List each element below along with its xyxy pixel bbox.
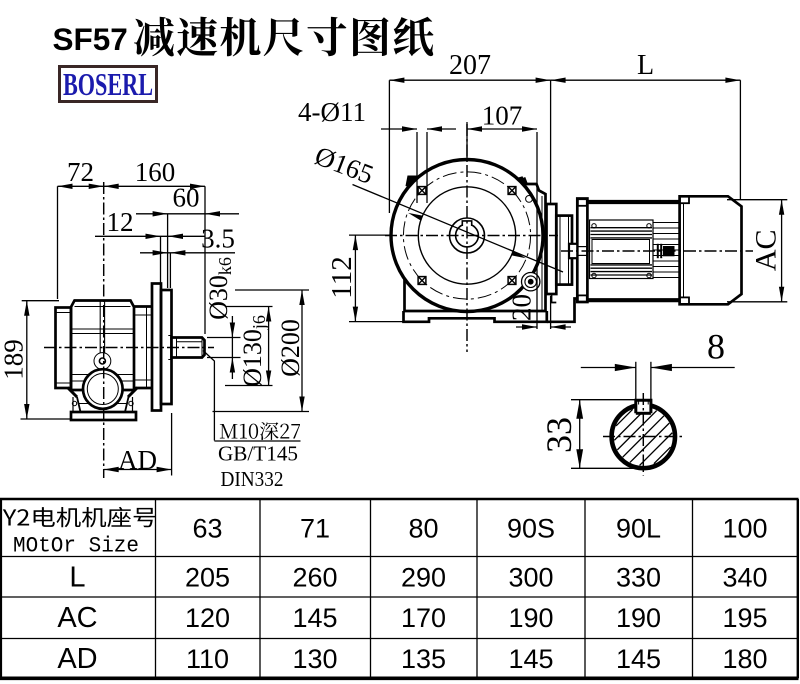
svg-text:205: 205 xyxy=(185,563,230,593)
svg-text:L: L xyxy=(637,50,654,81)
svg-text:72: 72 xyxy=(67,157,94,187)
svg-text:63: 63 xyxy=(192,514,222,544)
svg-text:145: 145 xyxy=(508,644,553,674)
svg-text:DIN332: DIN332 xyxy=(221,467,284,491)
svg-text:SF57: SF57 xyxy=(53,21,128,57)
svg-text:AD: AD xyxy=(57,643,97,675)
svg-text:207: 207 xyxy=(449,50,491,81)
svg-text:3.5: 3.5 xyxy=(201,224,235,254)
svg-text:120: 120 xyxy=(185,603,230,633)
svg-text:L: L xyxy=(69,562,85,594)
svg-text:145: 145 xyxy=(616,644,661,674)
svg-text:100: 100 xyxy=(722,514,767,544)
svg-text:90L: 90L xyxy=(616,514,661,544)
svg-text:AC: AC xyxy=(57,602,97,634)
svg-text:20: 20 xyxy=(507,294,537,321)
svg-text:Ø200: Ø200 xyxy=(276,319,305,377)
svg-text:130: 130 xyxy=(292,644,337,674)
svg-text:190: 190 xyxy=(508,603,553,633)
svg-text:170: 170 xyxy=(401,603,446,633)
svg-text:8: 8 xyxy=(707,327,725,367)
svg-text:135: 135 xyxy=(401,644,446,674)
svg-text:GB/T145: GB/T145 xyxy=(218,442,298,466)
svg-text:BOSERL: BOSERL xyxy=(63,66,153,102)
svg-text:190: 190 xyxy=(616,603,661,633)
svg-text:33: 33 xyxy=(539,417,579,453)
svg-text:260: 260 xyxy=(292,563,337,593)
svg-text:290: 290 xyxy=(401,563,446,593)
svg-text:195: 195 xyxy=(722,603,767,633)
svg-text:12: 12 xyxy=(107,207,134,237)
svg-text:330: 330 xyxy=(616,563,661,593)
svg-text:90S: 90S xyxy=(507,514,555,544)
svg-text:107: 107 xyxy=(482,101,523,131)
svg-text:145: 145 xyxy=(292,603,337,633)
svg-text:110: 110 xyxy=(186,644,229,674)
svg-text:MOtOr Size: MOtOr Size xyxy=(13,534,139,559)
svg-text:112: 112 xyxy=(326,256,358,298)
svg-text:160: 160 xyxy=(135,157,176,187)
svg-text:80: 80 xyxy=(408,514,438,544)
svg-text:180: 180 xyxy=(722,644,767,674)
svg-text:AD: AD xyxy=(118,445,157,475)
svg-text:189: 189 xyxy=(0,339,29,380)
svg-text:340: 340 xyxy=(722,563,767,593)
svg-text:4-Ø11: 4-Ø11 xyxy=(298,97,366,127)
svg-text:AC: AC xyxy=(750,229,783,271)
svg-text:71: 71 xyxy=(300,514,330,544)
svg-text:60: 60 xyxy=(173,183,200,213)
svg-text:300: 300 xyxy=(508,563,553,593)
